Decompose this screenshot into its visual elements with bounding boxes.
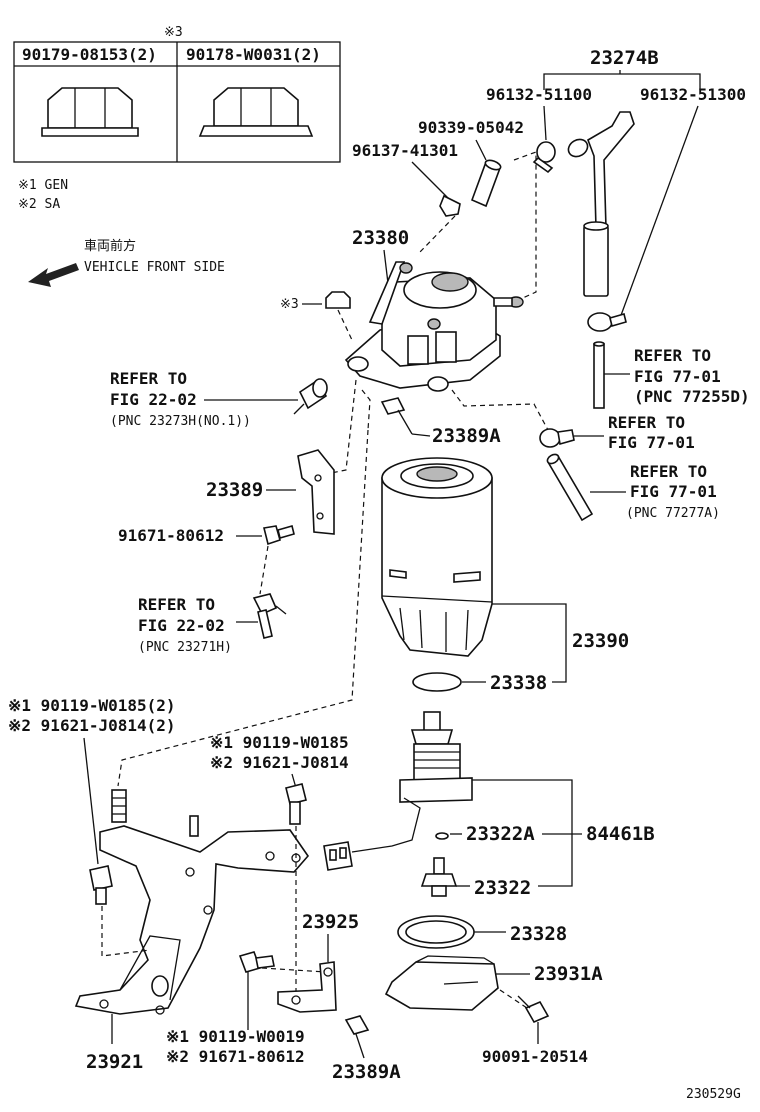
direction-en: VEHICLE FRONT SIDE	[84, 260, 225, 275]
direction-jp: 車両前方	[84, 238, 136, 254]
clip-23389A-bottom-icon	[344, 1015, 370, 1035]
bolt-mid-icon	[285, 783, 307, 825]
bracket-23389	[297, 449, 335, 535]
table-mark: ※3	[164, 25, 183, 40]
label-23322: 23322	[474, 877, 531, 899]
clip-23389A-top-icon	[380, 397, 406, 415]
nut-b-label: 90178-W0031(2)	[186, 45, 321, 64]
figure-code: 230529G	[686, 1087, 741, 1102]
bolt-90091-20514-icon	[517, 995, 550, 1024]
label-90091-20514: 90091-20514	[482, 1047, 588, 1066]
legend-sa: ※2 SA	[18, 197, 60, 212]
cover-23931A	[384, 955, 499, 1011]
water-sensor-84461B	[323, 711, 473, 871]
drain-plug-23322-icon	[420, 857, 458, 897]
fuel-hose-23274B	[567, 111, 635, 297]
ref2-line3: (PNC 77255D)	[634, 387, 750, 406]
ref2-line1: REFER TO	[634, 346, 711, 365]
o-ring-23338-icon	[412, 672, 462, 692]
bolt-left-icon	[111, 789, 127, 823]
hose-clamp-96132-51100-icon	[532, 141, 556, 174]
label-23338: 23338	[490, 672, 547, 694]
ref1-line3: (PNC 23273H(NO.1))	[110, 414, 251, 429]
label-90339-05042: 90339-05042	[418, 118, 524, 137]
label-23389: 23389	[206, 479, 263, 501]
label-96132-51300: 96132-51300	[640, 85, 746, 104]
label-91671-80612: 91671-80612	[118, 526, 224, 545]
label-84461B: 84461B	[586, 823, 655, 845]
ref5-line1: REFER TO	[138, 595, 215, 614]
ref1-line2: FIG 22-02	[110, 390, 197, 409]
filter-bracket-23921	[74, 815, 310, 1015]
label-23389A-bottom: 23389A	[332, 1061, 401, 1083]
bot-alt2: ※2 91671-80612	[166, 1047, 305, 1066]
hose-end-23273H-icon	[293, 378, 328, 415]
leader-23274B	[543, 73, 701, 90]
plug-90339-05042-icon	[470, 159, 502, 208]
bolt-lower-left-icon	[89, 865, 113, 905]
nut-a-label: 90179-08153(2)	[22, 45, 157, 64]
hose-77277A-icon	[546, 453, 594, 522]
label-23390: 23390	[572, 630, 629, 652]
label-23380: 23380	[352, 227, 409, 249]
label-mark3: ※3	[280, 297, 299, 312]
connector-77-01-icon	[539, 428, 575, 448]
ref3-line2: FIG 77-01	[608, 433, 695, 452]
ref4-line1: REFER TO	[630, 462, 707, 481]
mid-alt2: ※2 91621-J0814	[210, 753, 349, 772]
fuel-filter-cartridge-23390	[381, 457, 493, 657]
ref5-line3: (PNC 23271H)	[138, 640, 232, 655]
left-alt2: ※2 91621-J0814(2)	[8, 716, 176, 735]
legend-gen: ※1 GEN	[18, 178, 68, 193]
pipe-77255D-icon	[593, 341, 605, 409]
mid-alt1: ※1 90119-W0185	[210, 733, 349, 752]
hex-flange-nut-b-icon	[198, 87, 314, 137]
leader-23390	[492, 603, 567, 683]
ref4-line3: (PNC 77277A)	[626, 506, 720, 521]
bot-alt1: ※1 90119-W0019	[166, 1027, 305, 1046]
label-23274B: 23274B	[590, 47, 659, 69]
front-arrow-icon	[28, 263, 79, 287]
label-23925: 23925	[302, 911, 359, 933]
gasket-23328-icon	[397, 915, 475, 949]
bolt-90119-W0019-icon	[238, 951, 275, 973]
bracket-23925	[277, 961, 337, 1013]
o-ring-23322A-icon	[435, 832, 449, 840]
leader-96132-51300	[619, 105, 699, 319]
ref3-line1: REFER TO	[608, 413, 685, 432]
ref5-line2: FIG 22-02	[138, 616, 225, 635]
label-23328: 23328	[510, 923, 567, 945]
label-23921: 23921	[86, 1051, 143, 1073]
leader-84461B	[472, 779, 573, 887]
nut-mark3-icon	[325, 291, 351, 309]
hex-nut-a-icon	[41, 87, 139, 137]
fuel-filter-head-23380	[344, 261, 524, 392]
label-23389A-top: 23389A	[432, 425, 501, 447]
hose-clamp-96132-51300-icon	[587, 312, 627, 332]
ref2-line2: FIG 77-01	[634, 367, 721, 386]
label-23322A: 23322A	[466, 823, 535, 845]
ref1-line1: REFER TO	[110, 369, 187, 388]
label-23931A: 23931A	[534, 963, 603, 985]
ref4-line2: FIG 77-01	[630, 482, 717, 501]
label-96137-41301: 96137-41301	[352, 141, 458, 160]
nut-table: ※3 90179-08153(2) 90178-W0031(2)	[13, 25, 341, 163]
left-alt1: ※1 90119-W0185(2)	[8, 696, 176, 715]
clip-96137-41301-icon	[439, 194, 461, 217]
bolt-91671-80612-icon	[263, 525, 295, 546]
hose-end-23271H-icon	[252, 593, 287, 639]
label-96132-51100: 96132-51100	[486, 85, 592, 104]
